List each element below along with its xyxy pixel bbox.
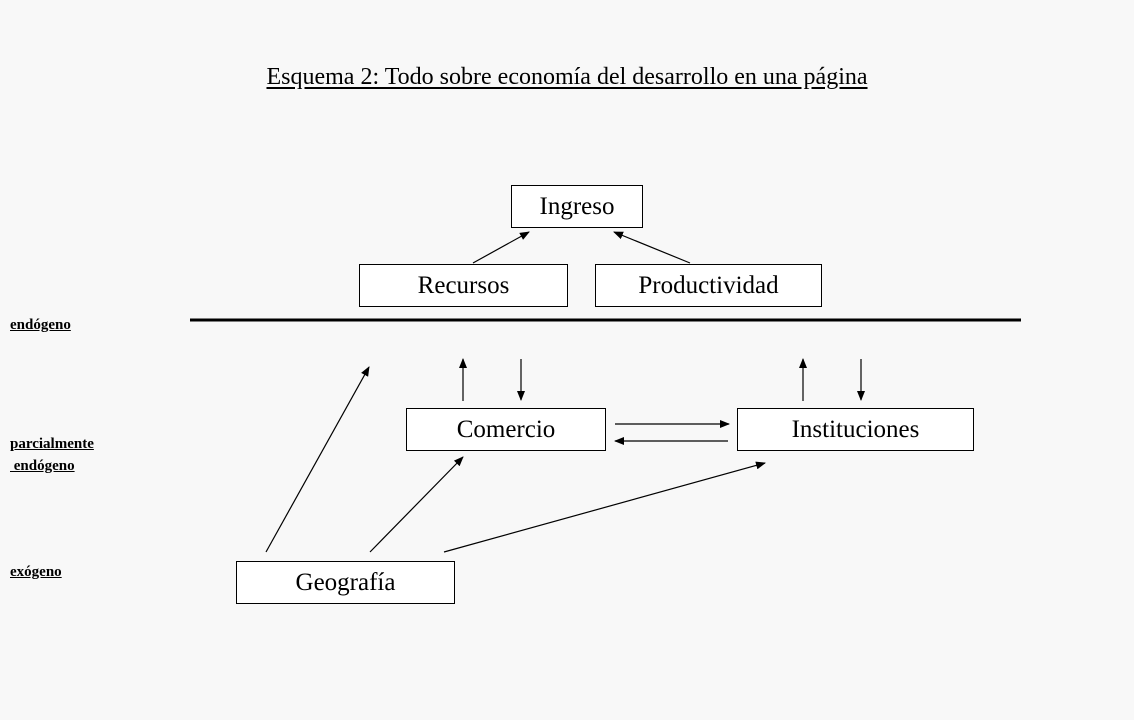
node-recursos-label: Recursos bbox=[417, 271, 510, 299]
level-label-parcialmente-endogeno: endógeno bbox=[10, 458, 75, 474]
arrow-recursos-to-ingreso bbox=[472, 231, 530, 264]
level-label-exogeno: exógeno bbox=[10, 564, 62, 580]
node-productividad: Productividad bbox=[595, 264, 822, 307]
arrow-productividad-to-ingreso bbox=[613, 231, 691, 264]
node-ingreso: Ingreso bbox=[511, 185, 643, 228]
node-instituciones-label: Instituciones bbox=[791, 415, 920, 443]
node-instituciones: Instituciones bbox=[737, 408, 974, 451]
node-productividad-label: Productividad bbox=[638, 271, 779, 299]
node-comercio-label: Comercio bbox=[456, 415, 556, 443]
diagram-title: Esquema 2: Todo sobre economía del desar… bbox=[266, 64, 868, 90]
node-ingreso-label: Ingreso bbox=[539, 192, 615, 220]
node-geografia: Geografía bbox=[236, 561, 455, 604]
level-label-endogeno: endógeno bbox=[10, 317, 71, 333]
arrow-geografia-to-recursos bbox=[265, 366, 370, 553]
arrow-geografia-to-comercio bbox=[369, 456, 464, 553]
level-label-parcialmente: parcialmente bbox=[10, 436, 94, 452]
node-comercio: Comercio bbox=[406, 408, 606, 451]
node-geografia-label: Geografía bbox=[295, 568, 396, 596]
arrow-geografia-to-instituciones bbox=[443, 461, 766, 553]
node-recursos: Recursos bbox=[359, 264, 568, 307]
